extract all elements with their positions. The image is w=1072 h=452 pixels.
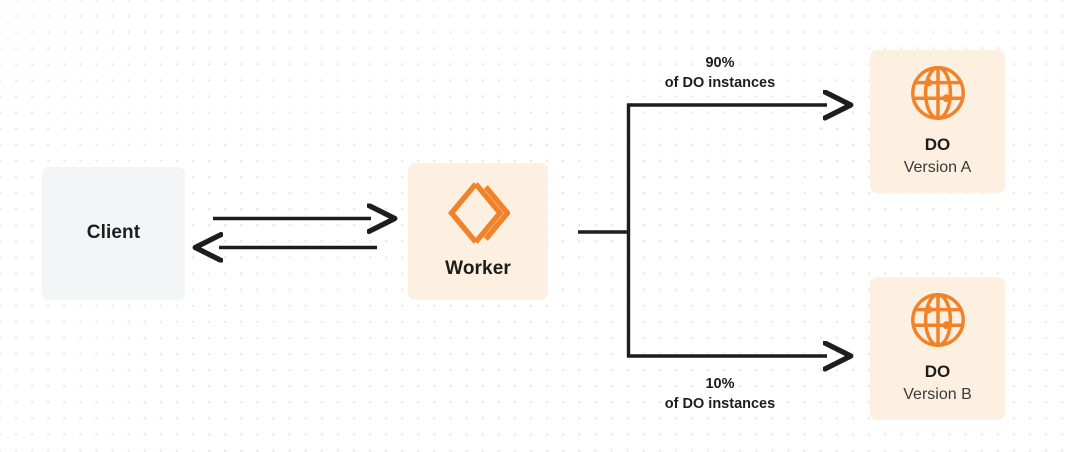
node-do-a-label: DO bbox=[924, 135, 951, 155]
node-worker-label: Worker bbox=[445, 258, 511, 280]
node-client[interactable]: Client bbox=[42, 167, 185, 300]
node-client-label: Client bbox=[86, 222, 141, 244]
node-do-a-version: Version A bbox=[903, 158, 972, 176]
node-do-version-b[interactable]: DO Version B bbox=[870, 277, 1005, 420]
globe-icon bbox=[909, 291, 967, 349]
edge-label-do-b: 10% of DO instances bbox=[612, 374, 828, 414]
node-worker[interactable]: Worker bbox=[408, 163, 548, 300]
edge-label-do-b-caption: of DO instances bbox=[664, 396, 776, 412]
globe-icon bbox=[909, 64, 967, 122]
edge-label-do-a-percent: 90% bbox=[705, 55, 735, 71]
node-do-version-a[interactable]: DO Version A bbox=[870, 50, 1005, 193]
node-do-b-label: DO bbox=[924, 362, 951, 382]
edge-label-do-b-percent: 10% bbox=[705, 376, 735, 392]
cloudflare-workers-icon bbox=[446, 182, 512, 244]
node-do-b-version: Version B bbox=[903, 385, 972, 403]
edge-label-do-a-caption: of DO instances bbox=[664, 75, 776, 91]
edge-label-do-a: 90% of DO instances bbox=[612, 53, 828, 93]
